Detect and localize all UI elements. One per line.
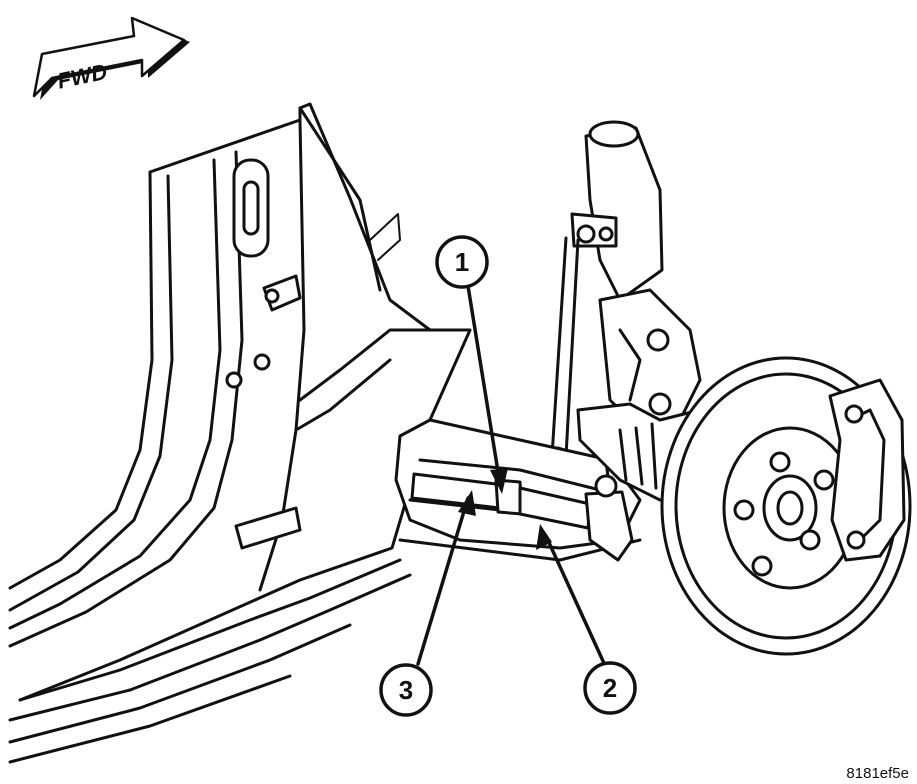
callout-1-number: 1 [455, 247, 469, 277]
figure-code: 8181ef5e [846, 765, 909, 782]
brake-caliper [828, 378, 906, 562]
callout-3-number: 3 [399, 675, 413, 705]
vehicle-body-panel [8, 102, 472, 764]
leader-lines [416, 284, 610, 674]
callout-2: 2 [583, 661, 637, 715]
callout-3: 3 [379, 663, 433, 717]
callout-2-number: 2 [603, 673, 617, 703]
callout-1: 1 [435, 235, 489, 289]
stabilizer-link [540, 236, 580, 478]
forward-arrow-icon: FWD [32, 16, 190, 100]
strut-assembly [570, 120, 702, 432]
